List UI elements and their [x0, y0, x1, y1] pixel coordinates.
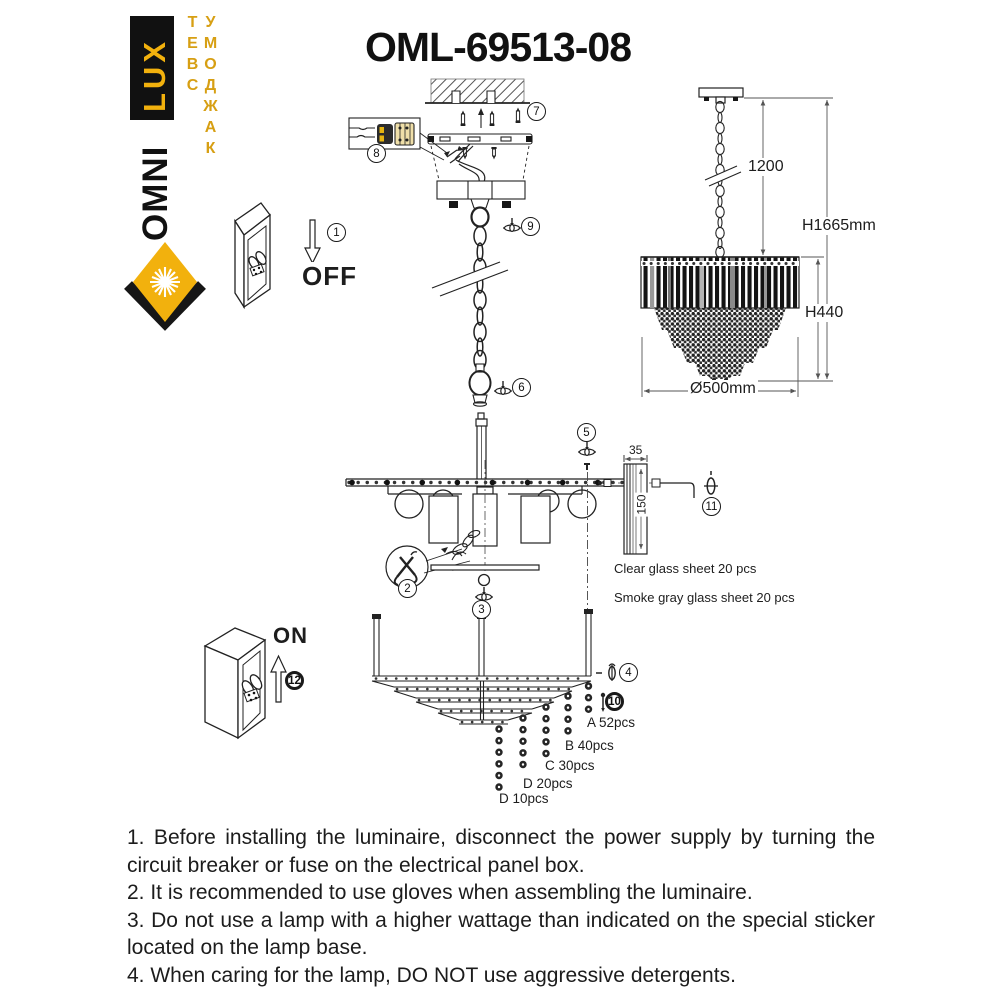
breaker-box-on — [203, 627, 267, 740]
instruction-2: 2. It is recommended to use gloves when … — [127, 881, 753, 904]
callout-8: 8 — [367, 144, 386, 163]
hanging-diagram — [640, 87, 800, 384]
callout-4: 4 — [619, 663, 638, 682]
callout-11: 11 — [702, 497, 721, 516]
dim-sheet-width: 35 — [627, 443, 645, 458]
note-clear-glass: Clear glass sheet 20 pcs — [612, 561, 759, 577]
bead-count-d10: D 10pcs — [497, 791, 551, 807]
callout-6: 6 — [512, 378, 531, 397]
instruction-4: 4. When caring for the lamp, DO NOT use … — [127, 963, 736, 987]
bead-count-d20: D 20pcs — [521, 776, 575, 792]
breaker-box-off — [234, 202, 271, 310]
callout-7: 7 — [527, 102, 546, 121]
dim-total-height: H1665mm — [800, 217, 878, 235]
callout-3: 3 — [472, 600, 491, 619]
wire-junction — [444, 143, 486, 184]
breaker-switch — [248, 251, 267, 277]
ceiling-mount-diagram — [348, 78, 533, 407]
callout-1: 1 — [327, 223, 346, 242]
instruction-3: 3. Do not use a lamp with a higher watta… — [127, 908, 875, 960]
brand-diamond-logo-icon — [124, 242, 206, 331]
tier-rings — [371, 675, 592, 725]
glass-sheet-detail — [598, 455, 718, 555]
bead-count-c: C 30pcs — [543, 758, 597, 774]
instruction-1: 1. Before installing the luminaire, disc… — [127, 826, 875, 877]
dim-sheet-height: 150 — [634, 492, 649, 517]
arrow-up-icon — [270, 654, 287, 703]
lamp-body-diagram — [345, 412, 635, 612]
on-label: ON — [271, 623, 310, 649]
dim-chain-length: 1200 — [746, 158, 786, 176]
callout-12: 12 — [285, 671, 304, 690]
off-label: OFF — [300, 261, 359, 291]
callout-2: 2 — [398, 579, 417, 598]
callout-10: 10 — [605, 692, 624, 711]
tier-assembly-diagram — [371, 609, 616, 794]
wire-connector-detail — [348, 117, 421, 150]
pliers-detail — [385, 545, 429, 589]
page-title: OML-69513-08 — [364, 24, 632, 70]
brand-lux-block — [130, 16, 174, 120]
dim-body-height: H440 — [803, 304, 846, 322]
chain-large — [473, 225, 487, 371]
arrow-down-icon — [304, 219, 321, 265]
bead-count-b: B 40pcs — [563, 738, 616, 754]
bead-count-a: A 52pcs — [585, 715, 638, 731]
note-smoke-glass: Smoke gray glass sheet 20 pcs — [612, 590, 797, 606]
callout-5: 5 — [577, 423, 596, 442]
dim-diameter: Ø500mm — [688, 380, 758, 398]
brand-tagline: УМОДЖАК ТЕВС — [184, 14, 219, 161]
breaker-switch — [241, 674, 263, 703]
instructions-block: 1. Before installing the luminaire, disc… — [127, 824, 875, 989]
callout-9: 9 — [521, 217, 540, 236]
